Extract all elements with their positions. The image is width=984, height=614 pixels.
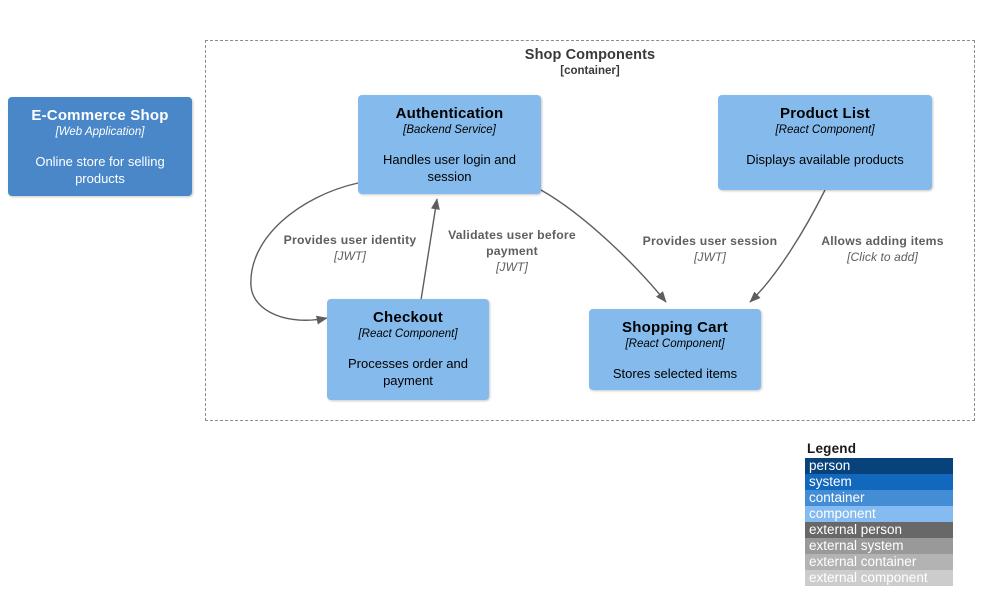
node-type: [React Component] — [775, 124, 875, 136]
legend-item-label: external container — [809, 554, 917, 569]
legend-item-label: person — [809, 458, 851, 473]
node-name: Authentication — [395, 105, 504, 122]
legend-item-external-container: external container — [805, 554, 953, 570]
boundary-title: Shop Components [container] — [205, 46, 975, 79]
node-description: Online store for selling products — [35, 154, 165, 186]
legend-rows: person system container component extern… — [805, 458, 953, 586]
boundary-type: [container] — [560, 65, 620, 78]
legend-item-system: system — [805, 474, 953, 490]
node-shopping-cart[interactable]: Shopping Cart [React Component] Stores s… — [589, 309, 761, 390]
node-authentication[interactable]: Authentication [Backend Service] Handles… — [358, 95, 541, 194]
node-name: Product List — [780, 105, 870, 122]
node-name: E-Commerce Shop — [31, 107, 169, 124]
node-description: Processes order and payment — [348, 356, 468, 388]
node-type: [React Component] — [358, 328, 458, 340]
node-product-list[interactable]: Product List [React Component] Displays … — [718, 95, 932, 190]
boundary-name: Shop Components — [524, 47, 656, 63]
legend-item-label: container — [809, 490, 865, 505]
node-ecommerce-shop[interactable]: E-Commerce Shop [Web Application] Online… — [8, 97, 192, 196]
legend-item-component: component — [805, 506, 953, 522]
node-type: [React Component] — [625, 338, 725, 350]
node-type: [Web Application] — [55, 126, 145, 138]
node-description: Handles user login and session — [383, 152, 516, 184]
legend-item-external-component: external component — [805, 570, 953, 586]
legend-item-label: system — [809, 474, 852, 489]
legend-item-external-person: external person — [805, 522, 953, 538]
legend-title: Legend — [807, 441, 857, 456]
node-description: Stores selected items — [612, 366, 738, 382]
legend-item-label: component — [809, 506, 876, 521]
legend: Legend person system container component… — [805, 441, 953, 586]
legend-item-label: external system — [809, 538, 904, 553]
node-name: Checkout — [373, 309, 443, 326]
legend-item-container: container — [805, 490, 953, 506]
node-description: Displays available products — [746, 152, 904, 168]
node-checkout[interactable]: Checkout [React Component] Processes ord… — [327, 299, 489, 400]
legend-item-external-system: external system — [805, 538, 953, 554]
legend-item-label: external person — [809, 522, 903, 537]
legend-item-person: person — [805, 458, 953, 474]
legend-item-label: external component — [809, 570, 928, 585]
boundary-shop-components — [205, 40, 975, 421]
node-name: Shopping Cart — [622, 319, 728, 336]
node-type: [Backend Service] — [403, 124, 496, 136]
